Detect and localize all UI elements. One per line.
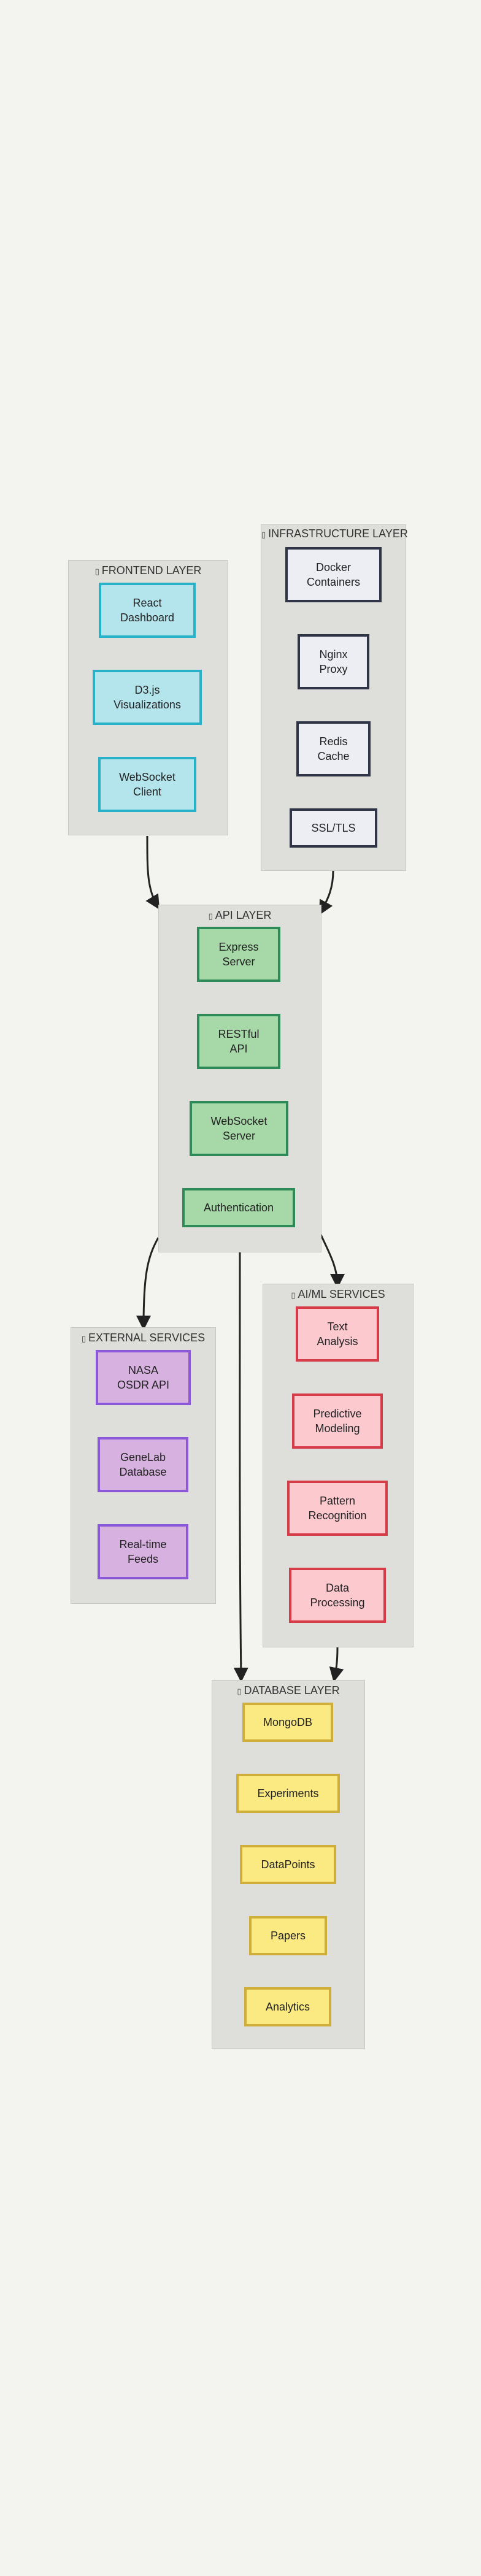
database-layer-title-text: DATABASE LAYER [244,1684,340,1696]
node-predictive-modeling[interactable]: Predictive Modeling [292,1393,383,1449]
node-authentication[interactable]: Authentication [182,1188,295,1227]
node-genelab-database[interactable]: GeneLab Database [98,1437,188,1492]
api-layer-title: ▯API LAYER [159,909,321,922]
ai-ml-services-layer-title-text: AI/ML SERVICES [298,1288,385,1300]
node-datapoints[interactable]: DataPoints [240,1845,336,1884]
folder-icon: ▯ [208,911,213,921]
api-layer-title-text: API LAYER [215,909,272,921]
ai-ml-services-layer-title: ▯AI/ML SERVICES [263,1288,413,1301]
folder-icon: ▯ [81,1334,87,1343]
node-express-server[interactable]: Express Server [197,927,280,982]
node-nasa-osdr-api[interactable]: NASA OSDR API [96,1350,191,1405]
folder-icon: ▯ [237,1687,242,1696]
node-experiments[interactable]: Experiments [236,1774,340,1813]
external-services-layer-title-text: EXTERNAL SERVICES [88,1332,206,1344]
node-real-time-feeds[interactable]: Real-time Feeds [98,1524,188,1579]
node-text-analysis[interactable]: Text Analysis [296,1306,379,1362]
edge-ai-to-database [329,1647,344,1682]
edge-api-to-external [136,1237,160,1330]
infrastructure-layer-title: ▯INFRASTRUCTURE LAYER [261,527,408,541]
folder-icon: ▯ [261,530,266,539]
node-pattern-recognition[interactable]: Pattern Recognition [287,1481,388,1536]
frontend-layer-title: ▯FRONTEND LAYER [69,564,228,578]
node-data-processing[interactable]: Data Processing [289,1568,386,1623]
node-websocket-client[interactable]: WebSocket Client [98,757,196,812]
database-layer-title: ▯DATABASE LAYER [212,1684,364,1698]
node-ssl-tls[interactable]: SSL/TLS [290,808,377,848]
node-nginx-proxy[interactable]: Nginx Proxy [298,634,369,689]
node-mongodb[interactable]: MongoDB [242,1703,333,1742]
edge-infrastructure-to-api [319,870,334,916]
node-docker-containers[interactable]: Docker Containers [285,547,382,602]
folder-icon: ▯ [291,1290,296,1300]
node-papers[interactable]: Papers [249,1916,327,1955]
node-restful-api[interactable]: RESTful API [197,1014,280,1069]
edge-api-to-ai [320,1234,345,1289]
node-websocket-server[interactable]: WebSocket Server [190,1101,288,1156]
external-services-layer-title: ▯EXTERNAL SERVICES [71,1332,215,1345]
frontend-layer-title-text: FRONTEND LAYER [101,564,202,577]
node-d3-visualizations[interactable]: D3.js Visualizations [93,670,202,725]
node-redis-cache[interactable]: Redis Cache [296,721,371,776]
folder-icon: ▯ [94,567,99,576]
node-analytics[interactable]: Analytics [244,1987,331,2026]
node-react-dashboard[interactable]: React Dashboard [99,583,196,638]
infrastructure-layer-title-text: INFRASTRUCTURE LAYER [268,527,408,540]
edge-api-to-database [233,1251,248,1682]
edge-frontend-to-api [145,835,160,910]
